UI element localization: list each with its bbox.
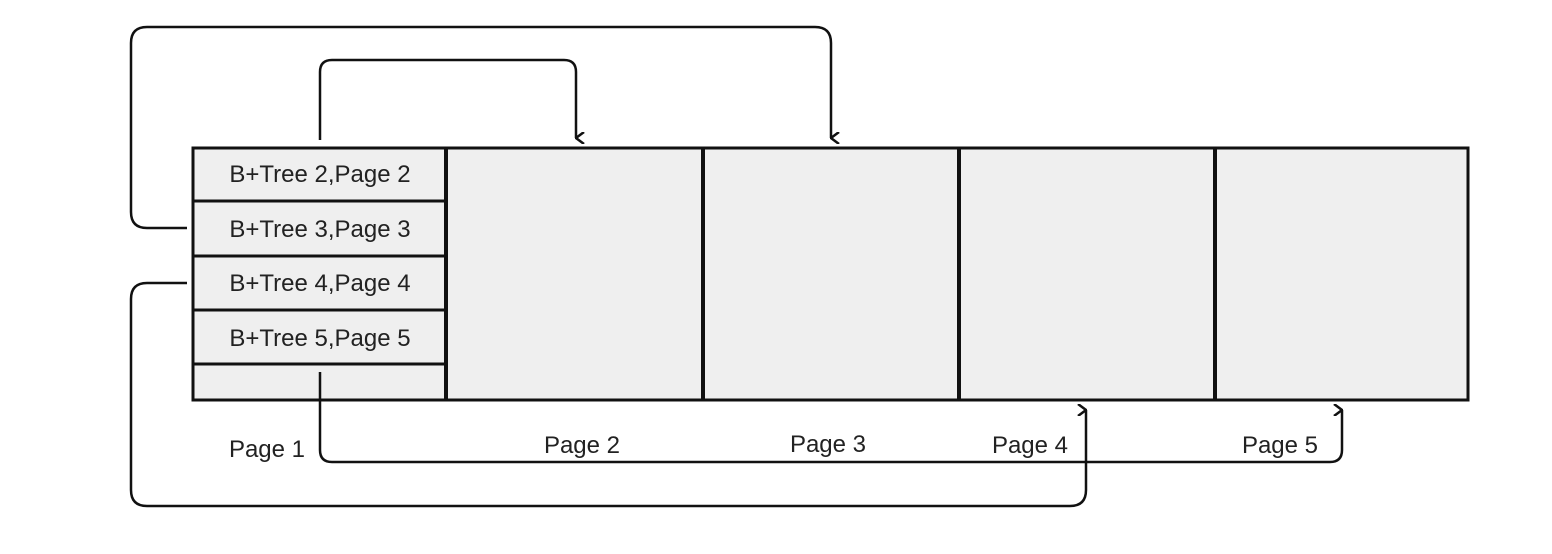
entry-btree-5: B+Tree 5,Page 5 — [229, 325, 410, 352]
entry-btree-4: B+Tree 4,Page 4 — [229, 270, 410, 297]
arrow-to-page-4 — [129, 281, 1088, 508]
page1-directory: B+Tree 2,Page 2 B+Tree 3,Page 3 B+Tree 4… — [193, 161, 446, 366]
entry-btree-2: B+Tree 2,Page 2 — [229, 161, 410, 188]
page-label-1: Page 1 — [229, 436, 305, 463]
page-box-4 — [957, 146, 1217, 402]
page-row — [191, 146, 1470, 402]
page-label-5: Page 5 — [1242, 432, 1318, 459]
entry-btree-3: B+Tree 3,Page 3 — [229, 216, 410, 243]
page-label-2: Page 2 — [544, 432, 620, 459]
pointer-arrows — [129, 25, 1344, 508]
page-label-3: Page 3 — [790, 431, 866, 458]
arrow-to-page-2 — [318, 58, 576, 140]
page-labels: Page 1 Page 2 Page 3 Page 4 Page 5 — [229, 431, 1318, 463]
page-box-3 — [701, 146, 961, 402]
page-box-1 — [191, 146, 448, 402]
page-label-4: Page 4 — [992, 432, 1068, 459]
arrow-to-page-5 — [318, 372, 1344, 464]
page-box-5 — [1213, 146, 1470, 402]
arrow-to-page-3 — [129, 25, 831, 230]
page-box-2 — [444, 146, 705, 402]
